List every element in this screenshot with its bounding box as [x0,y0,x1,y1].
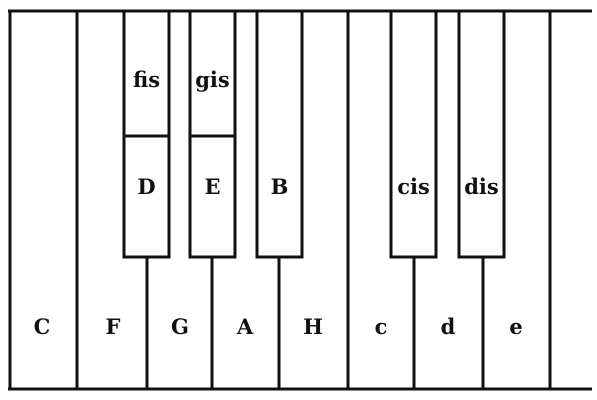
white-key-label: G [171,314,189,339]
black-key-d-fis [122,9,171,259]
white-key-label: d [441,314,456,339]
white-key-label: A [236,314,254,339]
black-key-upper-label: gis [195,67,229,92]
white-key-label: e [509,314,522,339]
black-key-dis [457,9,506,259]
white-key-label: c [375,314,388,339]
black-key-lower-label: D [137,174,155,199]
white-key-label: H [303,314,323,339]
black-key-lower-label: dis [464,174,498,199]
black-key-lower-label: E [204,174,220,199]
black-key-cis [389,9,438,259]
black-key-lower-label: cis [397,174,430,199]
white-key-label: F [106,314,121,339]
black-key-b [255,9,304,259]
white-key-label: C [34,314,51,339]
black-key-e-gis [188,9,237,259]
black-key-lower-label: B [271,174,289,199]
black-key-upper-label: fis [133,67,160,92]
